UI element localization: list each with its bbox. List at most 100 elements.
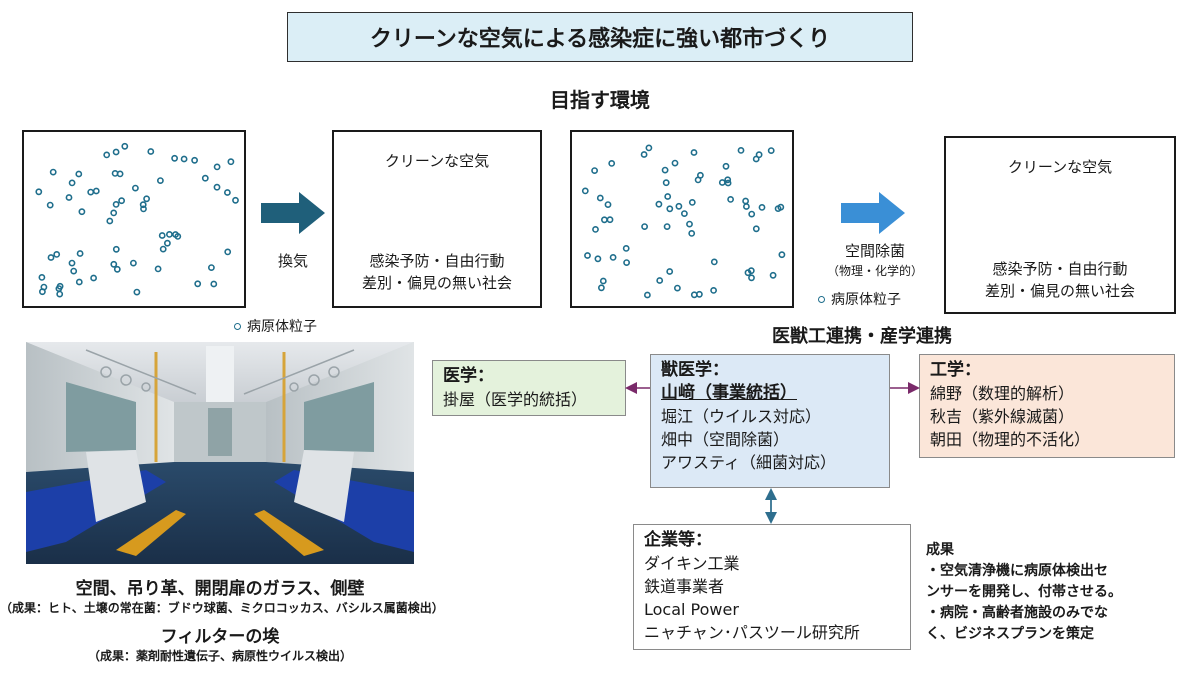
pathogen-particle <box>106 217 114 225</box>
pathogen-particle <box>132 184 139 192</box>
pathogen-particle <box>623 259 630 266</box>
pathogen-particle <box>213 163 221 171</box>
vet-member: 畑中（空間除菌） <box>661 430 790 449</box>
pathogen-particle <box>609 254 617 261</box>
pathogen-particle <box>675 202 683 210</box>
pathogen-particle <box>597 284 605 292</box>
pathogen-particle <box>38 273 46 281</box>
pathogen-particle <box>645 144 653 152</box>
pathogen-particle <box>686 220 693 228</box>
title-box: クリーンな空気による感染症に強い都市づくり <box>287 12 913 62</box>
pathogen-particle <box>688 199 696 206</box>
medicine-heading: 医学： <box>443 366 494 386</box>
pathogen-particle <box>112 201 120 208</box>
pathogen-particle <box>172 231 179 238</box>
veterinary-box: 獣医学： 山﨑（事業統括） 堀江（ウイルス対応） 畑中（空間除菌） アワスティ（… <box>650 354 890 488</box>
main-title: クリーンな空気による感染症に強い都市づくり <box>369 27 831 52</box>
benefit-line2: 差別・偏見の無い社会 <box>361 274 512 292</box>
pathogen-particle <box>223 189 231 196</box>
pathogen-particle <box>644 291 651 299</box>
pathogen-particle <box>681 210 688 217</box>
pathogen-particle <box>666 205 674 213</box>
pathogen-particle <box>65 194 73 201</box>
pathogen-particle <box>103 151 111 159</box>
results-line: く、ビジネスプランを策定 <box>926 626 1094 642</box>
benefit-line1: 感染予防・自由行動 <box>992 260 1128 278</box>
benefit-line1: 感染予防・自由行動 <box>369 252 505 270</box>
pathogen-particle <box>46 201 54 209</box>
pathogen-particle <box>232 196 239 204</box>
pathogen-particle <box>666 268 674 275</box>
results-line: ・空気清浄機に病原体検出セ <box>926 563 1108 579</box>
results-line: ・病院・高齢者施設のみでな <box>926 605 1108 621</box>
pathogen-particle <box>158 232 166 239</box>
subtitle: 目指す環境 <box>550 88 650 112</box>
caption-surfaces: 空間、吊り革、開閉扉のガラス、側壁 <box>75 579 365 599</box>
legend-label: 病原体粒子 <box>247 319 317 335</box>
pathogen-particle <box>777 203 785 211</box>
pathogen-particle <box>696 171 704 179</box>
pathogen-particle <box>584 252 591 259</box>
pathogen-particle <box>110 260 118 268</box>
pathogen-particle <box>130 259 137 267</box>
pathogen-particle <box>159 245 167 253</box>
particle-icon <box>818 295 825 303</box>
pathogen-particle <box>49 168 57 176</box>
companies-heading: 企業等： <box>644 530 712 550</box>
pathogen-particle <box>227 158 235 166</box>
pathogen-particle <box>156 177 164 184</box>
pathogen-particle <box>688 230 696 237</box>
results-heading: 成果 <box>926 542 954 558</box>
engineering-heading: 工学： <box>930 360 981 380</box>
pathogen-particle <box>622 245 630 252</box>
pathogen-particle <box>87 188 95 196</box>
pathogen-particle <box>604 201 612 208</box>
company-item: 鉄道事業者 <box>644 577 725 596</box>
pathogen-particle <box>727 196 734 203</box>
pathogen-particle <box>724 176 732 184</box>
pathogen-particle <box>767 147 775 154</box>
pathogen-particle <box>112 148 120 156</box>
pathogen-particle <box>76 250 84 257</box>
pathogen-particle <box>75 170 83 178</box>
particle-field <box>35 142 239 298</box>
pathogen-particle <box>581 187 589 195</box>
pathogen-particle <box>599 277 607 285</box>
pathogen-particle <box>110 209 118 217</box>
results-line: ンサーを開発し、付帯させる。 <box>926 584 1122 600</box>
pathogen-particle <box>143 195 150 203</box>
pathogen-particle <box>68 179 76 187</box>
pathogen-particle <box>722 162 730 170</box>
clean-air-label: クリーンな空気 <box>384 152 490 170</box>
results-block: 成果 ・空気清浄機に病原体検出セ ンサーを開発し、付帯させる。 ・病院・高齢者施… <box>926 540 1196 645</box>
pathogen-particle <box>133 288 141 296</box>
pathogen-particle <box>47 254 55 261</box>
pathogen-particle <box>724 179 732 187</box>
pathogen-particle <box>140 205 147 213</box>
pathogen-particle <box>201 174 209 182</box>
pathogen-particle <box>608 159 616 167</box>
pathogen-particle <box>663 223 671 230</box>
companies-box: 企業等： ダイキン工業 鉄道事業者 Local Power ニャチャン･パスツー… <box>633 524 911 650</box>
pathogen-particle <box>70 267 78 275</box>
pathogen-particle <box>116 170 124 178</box>
pathogen-particle <box>163 239 171 247</box>
benefit-line2: 差別・偏見の無い社会 <box>984 282 1135 300</box>
pathogen-particle <box>180 155 188 163</box>
particle-field <box>581 144 786 299</box>
pathogen-particle <box>154 265 162 273</box>
pathogen-particle <box>758 204 766 211</box>
pathogen-particle <box>112 245 120 253</box>
pathogen-particle <box>68 259 76 267</box>
pathogen-particle <box>742 197 749 205</box>
vet-member: 堀江（ウイルス対応） <box>661 407 822 426</box>
pathogen-particle <box>601 216 608 224</box>
clean-air-label: クリーンな空気 <box>1007 158 1113 176</box>
pathogen-particle <box>744 269 752 277</box>
pathogen-particle <box>194 280 202 288</box>
pathogen-particle <box>207 264 215 271</box>
pathogen-particle <box>664 193 672 200</box>
pathogen-particle <box>674 284 681 292</box>
engineering-member: 朝田（物理的不活化） <box>930 430 1091 449</box>
pathogen-particle <box>671 159 679 167</box>
